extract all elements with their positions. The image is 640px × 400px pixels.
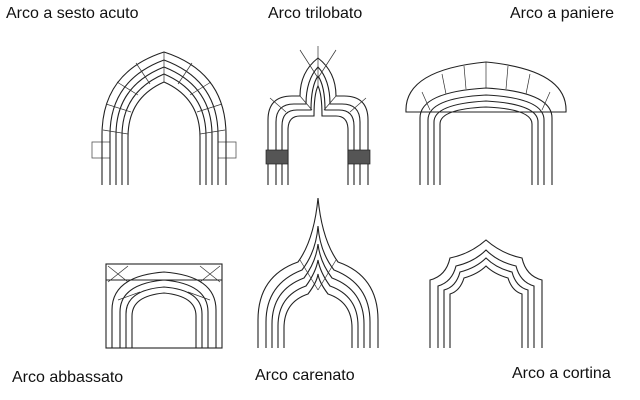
arch-curtain [429, 239, 543, 348]
arch-basket-handle [405, 61, 567, 185]
label-arco-trilobato: Arco trilobato [268, 5, 363, 22]
arch-trefoil [265, 46, 371, 185]
label-arco-paniere: Arco a paniere [510, 5, 615, 22]
label-arco-cortina: Arco a cortina [512, 365, 611, 382]
label-arco-abbassato: Arco abbassato [12, 369, 124, 386]
arch-lowered [105, 263, 223, 349]
label-arco-carenato: Arco carenato [255, 367, 355, 384]
label-arco-sesto-acuto: Arco a sesto acuto [6, 5, 139, 22]
arch-keel [257, 197, 379, 348]
arch-pointed [91, 51, 237, 185]
